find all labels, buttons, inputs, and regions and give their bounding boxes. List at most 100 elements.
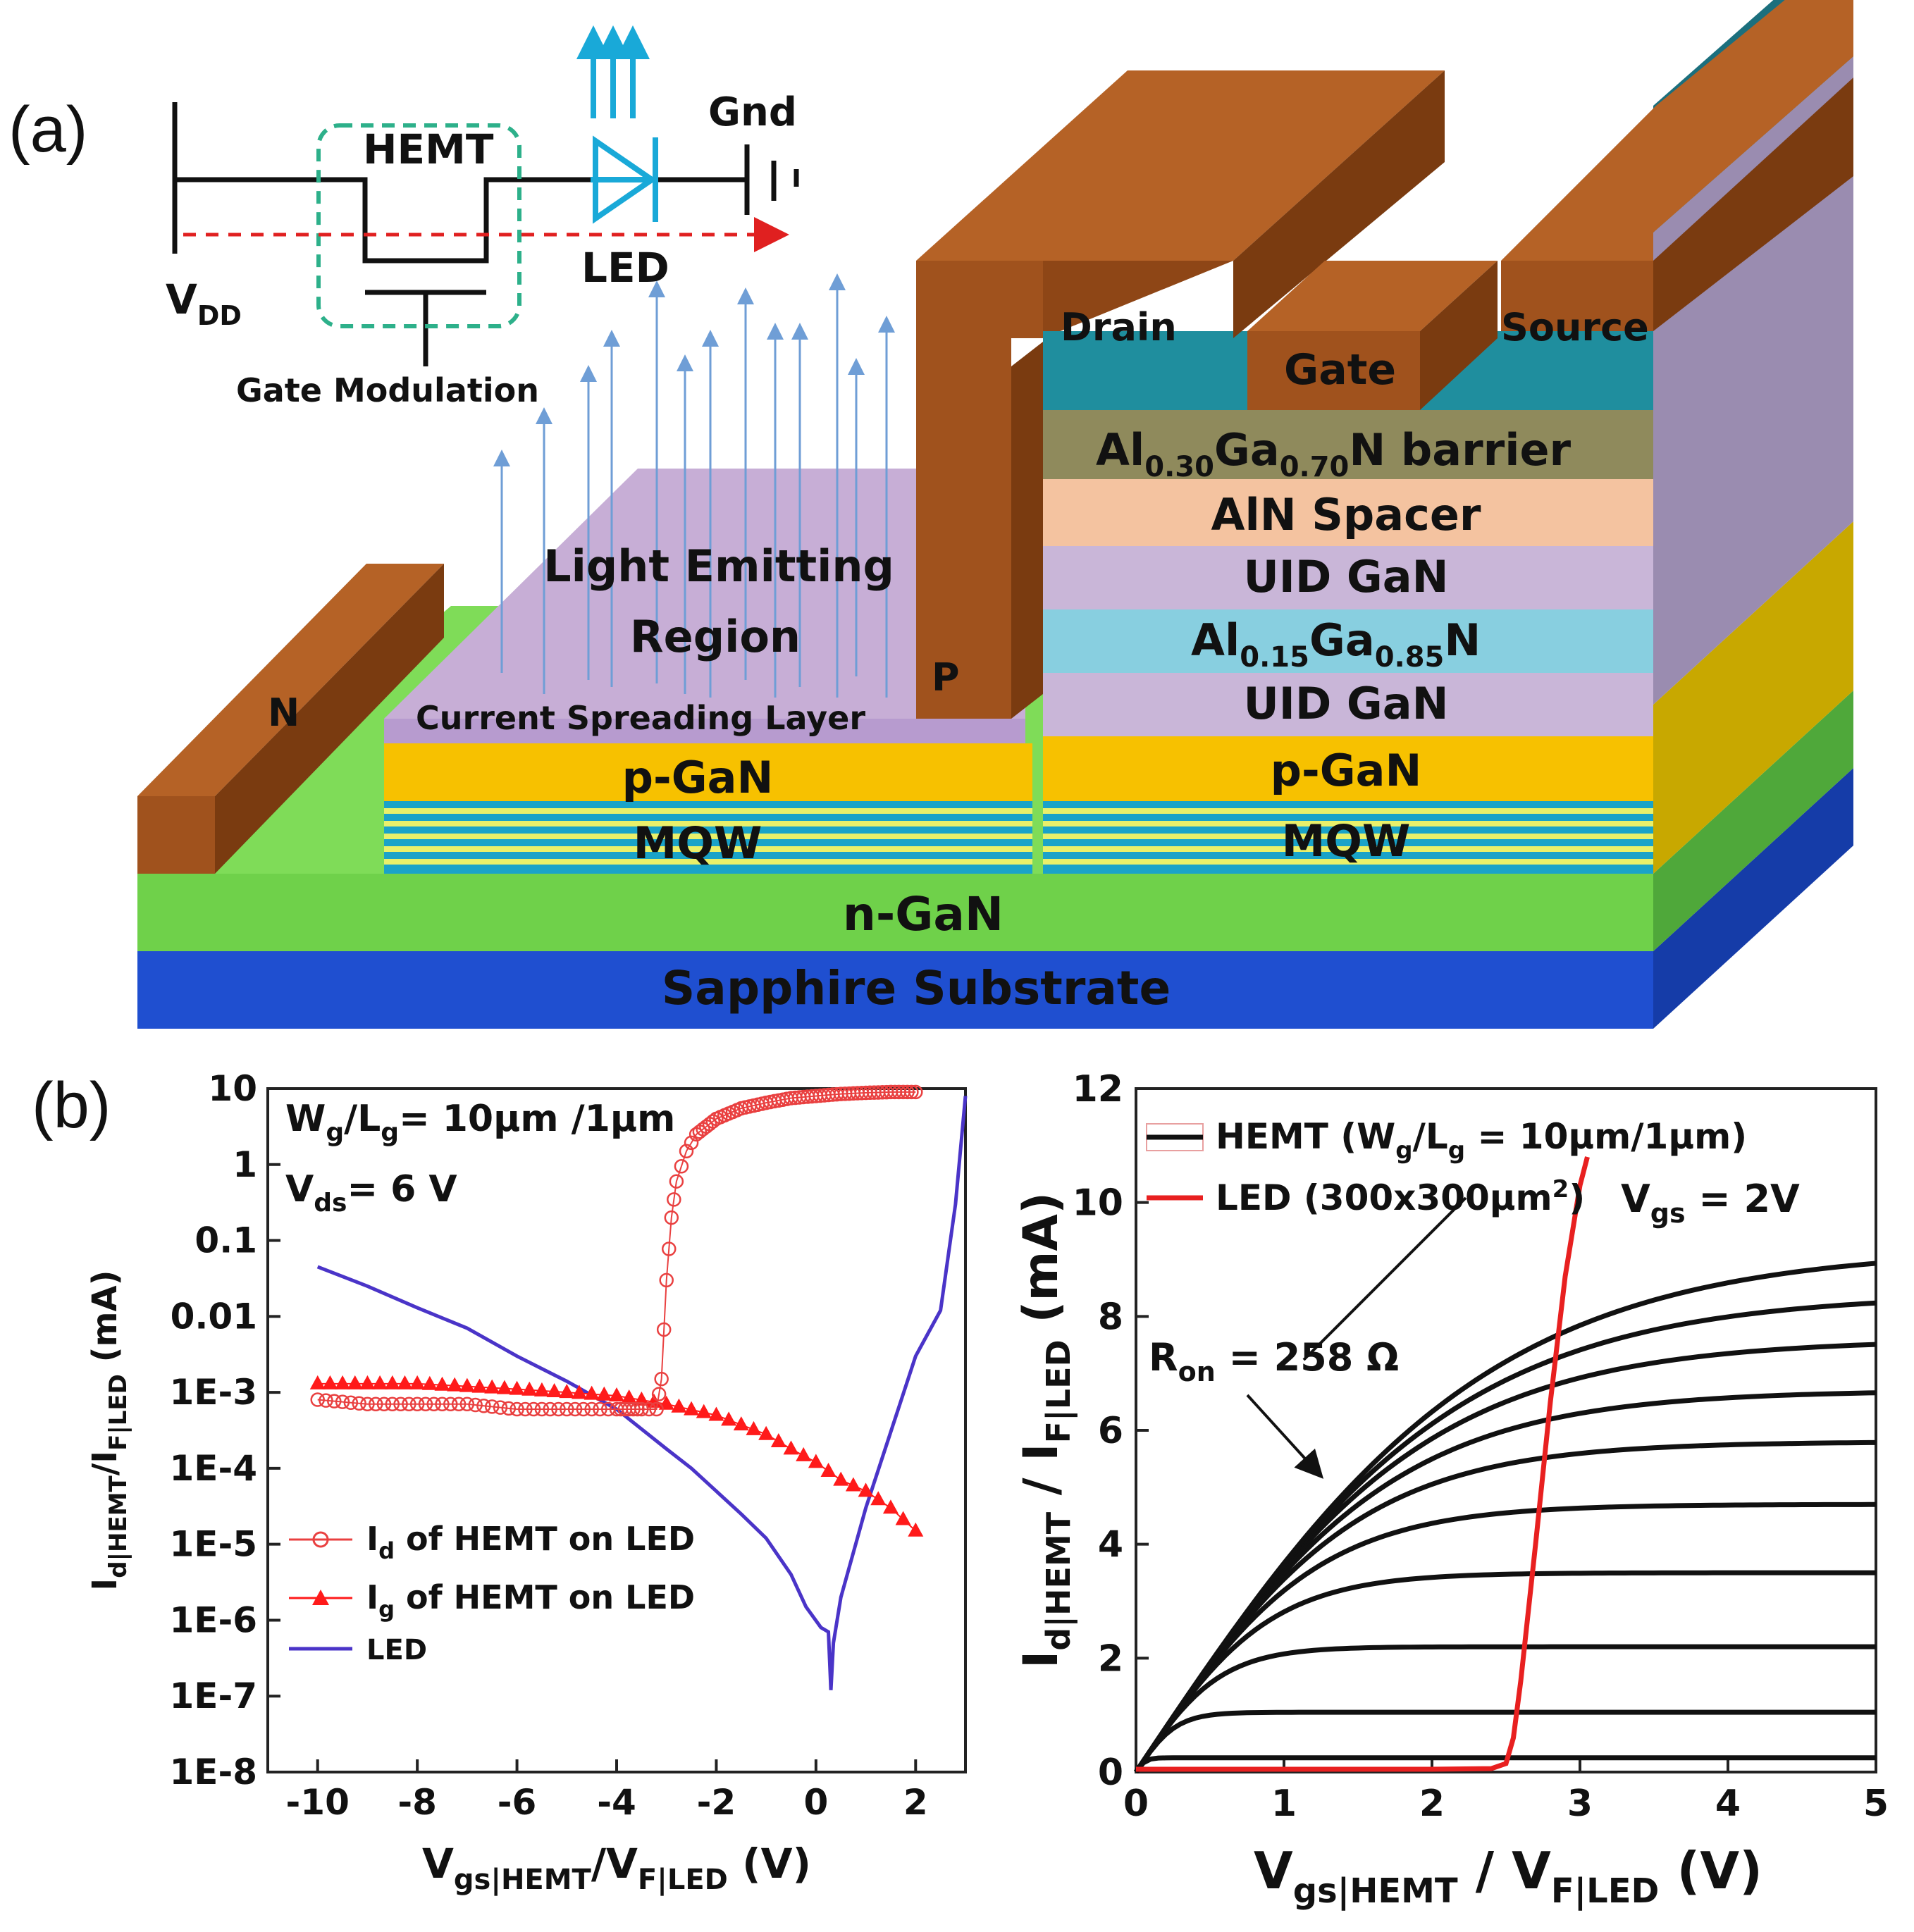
source-contact bbox=[1501, 0, 1853, 410]
id-marker bbox=[567, 1401, 583, 1417]
vgs-annotation: Vgs = 2V bbox=[1621, 1177, 1800, 1229]
id-marker bbox=[360, 1397, 375, 1412]
id-marker bbox=[402, 1397, 416, 1412]
ig-marker bbox=[671, 1398, 687, 1413]
x-tick-label: 4 bbox=[1715, 1783, 1741, 1825]
ig-marker bbox=[858, 1482, 874, 1497]
x-tick-label: -10 bbox=[286, 1782, 350, 1823]
led-iv-curve bbox=[1136, 1156, 1590, 1772]
id-marker bbox=[493, 1400, 508, 1415]
ig-marker bbox=[397, 1375, 413, 1389]
aln-spacer-label: AlN Spacer bbox=[1211, 489, 1481, 540]
ig-marker bbox=[421, 1375, 438, 1390]
id-marker bbox=[501, 1401, 517, 1416]
ig-marker bbox=[621, 1389, 637, 1404]
ig-marker bbox=[882, 1499, 899, 1514]
ig-marker bbox=[309, 1375, 326, 1389]
x-tick-label: 0 bbox=[1123, 1783, 1149, 1825]
ig-marker bbox=[434, 1376, 450, 1391]
right-x-axis-label: Vgs|HEMT / VF|LED (V) bbox=[1254, 1841, 1762, 1911]
y-tick-label: 0.1 bbox=[195, 1220, 257, 1261]
hemt-label: HEMT bbox=[363, 125, 494, 173]
id-marker bbox=[518, 1401, 533, 1417]
id-marker bbox=[576, 1401, 591, 1417]
ig-marker bbox=[596, 1386, 612, 1401]
id-marker bbox=[662, 1241, 677, 1256]
uid-gan-label-bottom: UID GaN bbox=[1243, 678, 1448, 729]
id-marker bbox=[543, 1401, 557, 1417]
ron-leader-line bbox=[1302, 1196, 1467, 1361]
n-contact bbox=[137, 564, 444, 874]
ig-marker bbox=[808, 1454, 824, 1468]
legend-label-id: Id of HEMT on LED bbox=[366, 1520, 695, 1564]
panel-b-label: (b) bbox=[32, 1070, 111, 1141]
circuit-inset: HEMT LED Gnd VDD Gate Modulation bbox=[166, 25, 799, 409]
y-tick-label: 10 bbox=[1073, 1182, 1123, 1225]
source-label: Source bbox=[1501, 305, 1649, 349]
id-marker bbox=[900, 1084, 915, 1100]
id-marker bbox=[435, 1397, 450, 1412]
id-marker bbox=[551, 1401, 566, 1417]
id-marker bbox=[705, 1114, 720, 1129]
left-legend: Id of HEMT on LED Ig of HEMT on LED LED bbox=[289, 1520, 695, 1666]
id-marker bbox=[476, 1398, 491, 1413]
ig-marker bbox=[533, 1382, 550, 1397]
ig-marker bbox=[833, 1471, 849, 1486]
ig-marker bbox=[708, 1406, 724, 1421]
id-marker bbox=[679, 1144, 694, 1159]
id-marker bbox=[459, 1397, 475, 1412]
panel-a: (a) bbox=[8, 0, 1853, 1029]
gate-label: Gate bbox=[1284, 345, 1396, 395]
ig-marker bbox=[796, 1447, 812, 1461]
id-marker bbox=[409, 1397, 425, 1412]
id-marker bbox=[667, 1192, 681, 1207]
id-marker bbox=[560, 1401, 574, 1417]
hemt-output-curve bbox=[1134, 1709, 1876, 1773]
legend-marker-id bbox=[312, 1531, 329, 1548]
pgan-label-right: p-GaN bbox=[1271, 745, 1422, 796]
y-tick-label: 2 bbox=[1098, 1637, 1123, 1680]
y-tick-label: 4 bbox=[1098, 1524, 1123, 1566]
ig-marker bbox=[521, 1381, 538, 1396]
y-tick-label: 1E-4 bbox=[170, 1448, 258, 1489]
id-marker bbox=[664, 1210, 679, 1225]
ig-marker bbox=[721, 1411, 737, 1426]
hemt-output-curve bbox=[1134, 1644, 1876, 1773]
id-marker bbox=[526, 1401, 541, 1417]
id-marker bbox=[684, 1135, 699, 1151]
y-tick-label: 1E-3 bbox=[170, 1372, 258, 1413]
x-tick-label: 5 bbox=[1863, 1783, 1889, 1825]
x-tick-label: -2 bbox=[697, 1782, 736, 1823]
ig-marker bbox=[409, 1375, 426, 1389]
id-marker bbox=[426, 1397, 441, 1412]
ig-marker bbox=[609, 1387, 624, 1402]
id-marker bbox=[368, 1397, 383, 1412]
id-marker bbox=[593, 1401, 607, 1417]
id-marker bbox=[634, 1401, 649, 1417]
legend-label-hemt: HEMT (Wg/Lg = 10µm/1µm) bbox=[1216, 1116, 1747, 1165]
y-tick-label: 6 bbox=[1098, 1410, 1123, 1452]
light-arrows bbox=[493, 273, 895, 698]
ig-marker bbox=[820, 1462, 836, 1477]
id-marker bbox=[352, 1396, 366, 1411]
y-tick-label: 1E-6 bbox=[170, 1599, 258, 1640]
id-marker bbox=[674, 1158, 689, 1174]
y-tick-label: 10 bbox=[208, 1068, 257, 1109]
ig-marker bbox=[322, 1375, 338, 1389]
y-tick-label: 12 bbox=[1073, 1068, 1123, 1110]
x-tick-label: 2 bbox=[1419, 1783, 1445, 1825]
id-marker bbox=[393, 1397, 408, 1412]
id-marker bbox=[319, 1393, 333, 1408]
left-x-axis-label: Vgs|HEMT/VF|LED (V) bbox=[422, 1840, 811, 1897]
left-y-axis-label: Id|HEMT/IF|LED (mA) bbox=[85, 1270, 132, 1590]
id-marker bbox=[630, 1401, 645, 1417]
id-marker bbox=[310, 1392, 325, 1407]
y-tick-label: 0 bbox=[1098, 1752, 1123, 1794]
algan-barrier-label: Al0.30Ga0.70N barrier bbox=[1096, 424, 1572, 483]
id-marker bbox=[418, 1397, 433, 1412]
mqw-label-left: MQW bbox=[634, 817, 762, 869]
